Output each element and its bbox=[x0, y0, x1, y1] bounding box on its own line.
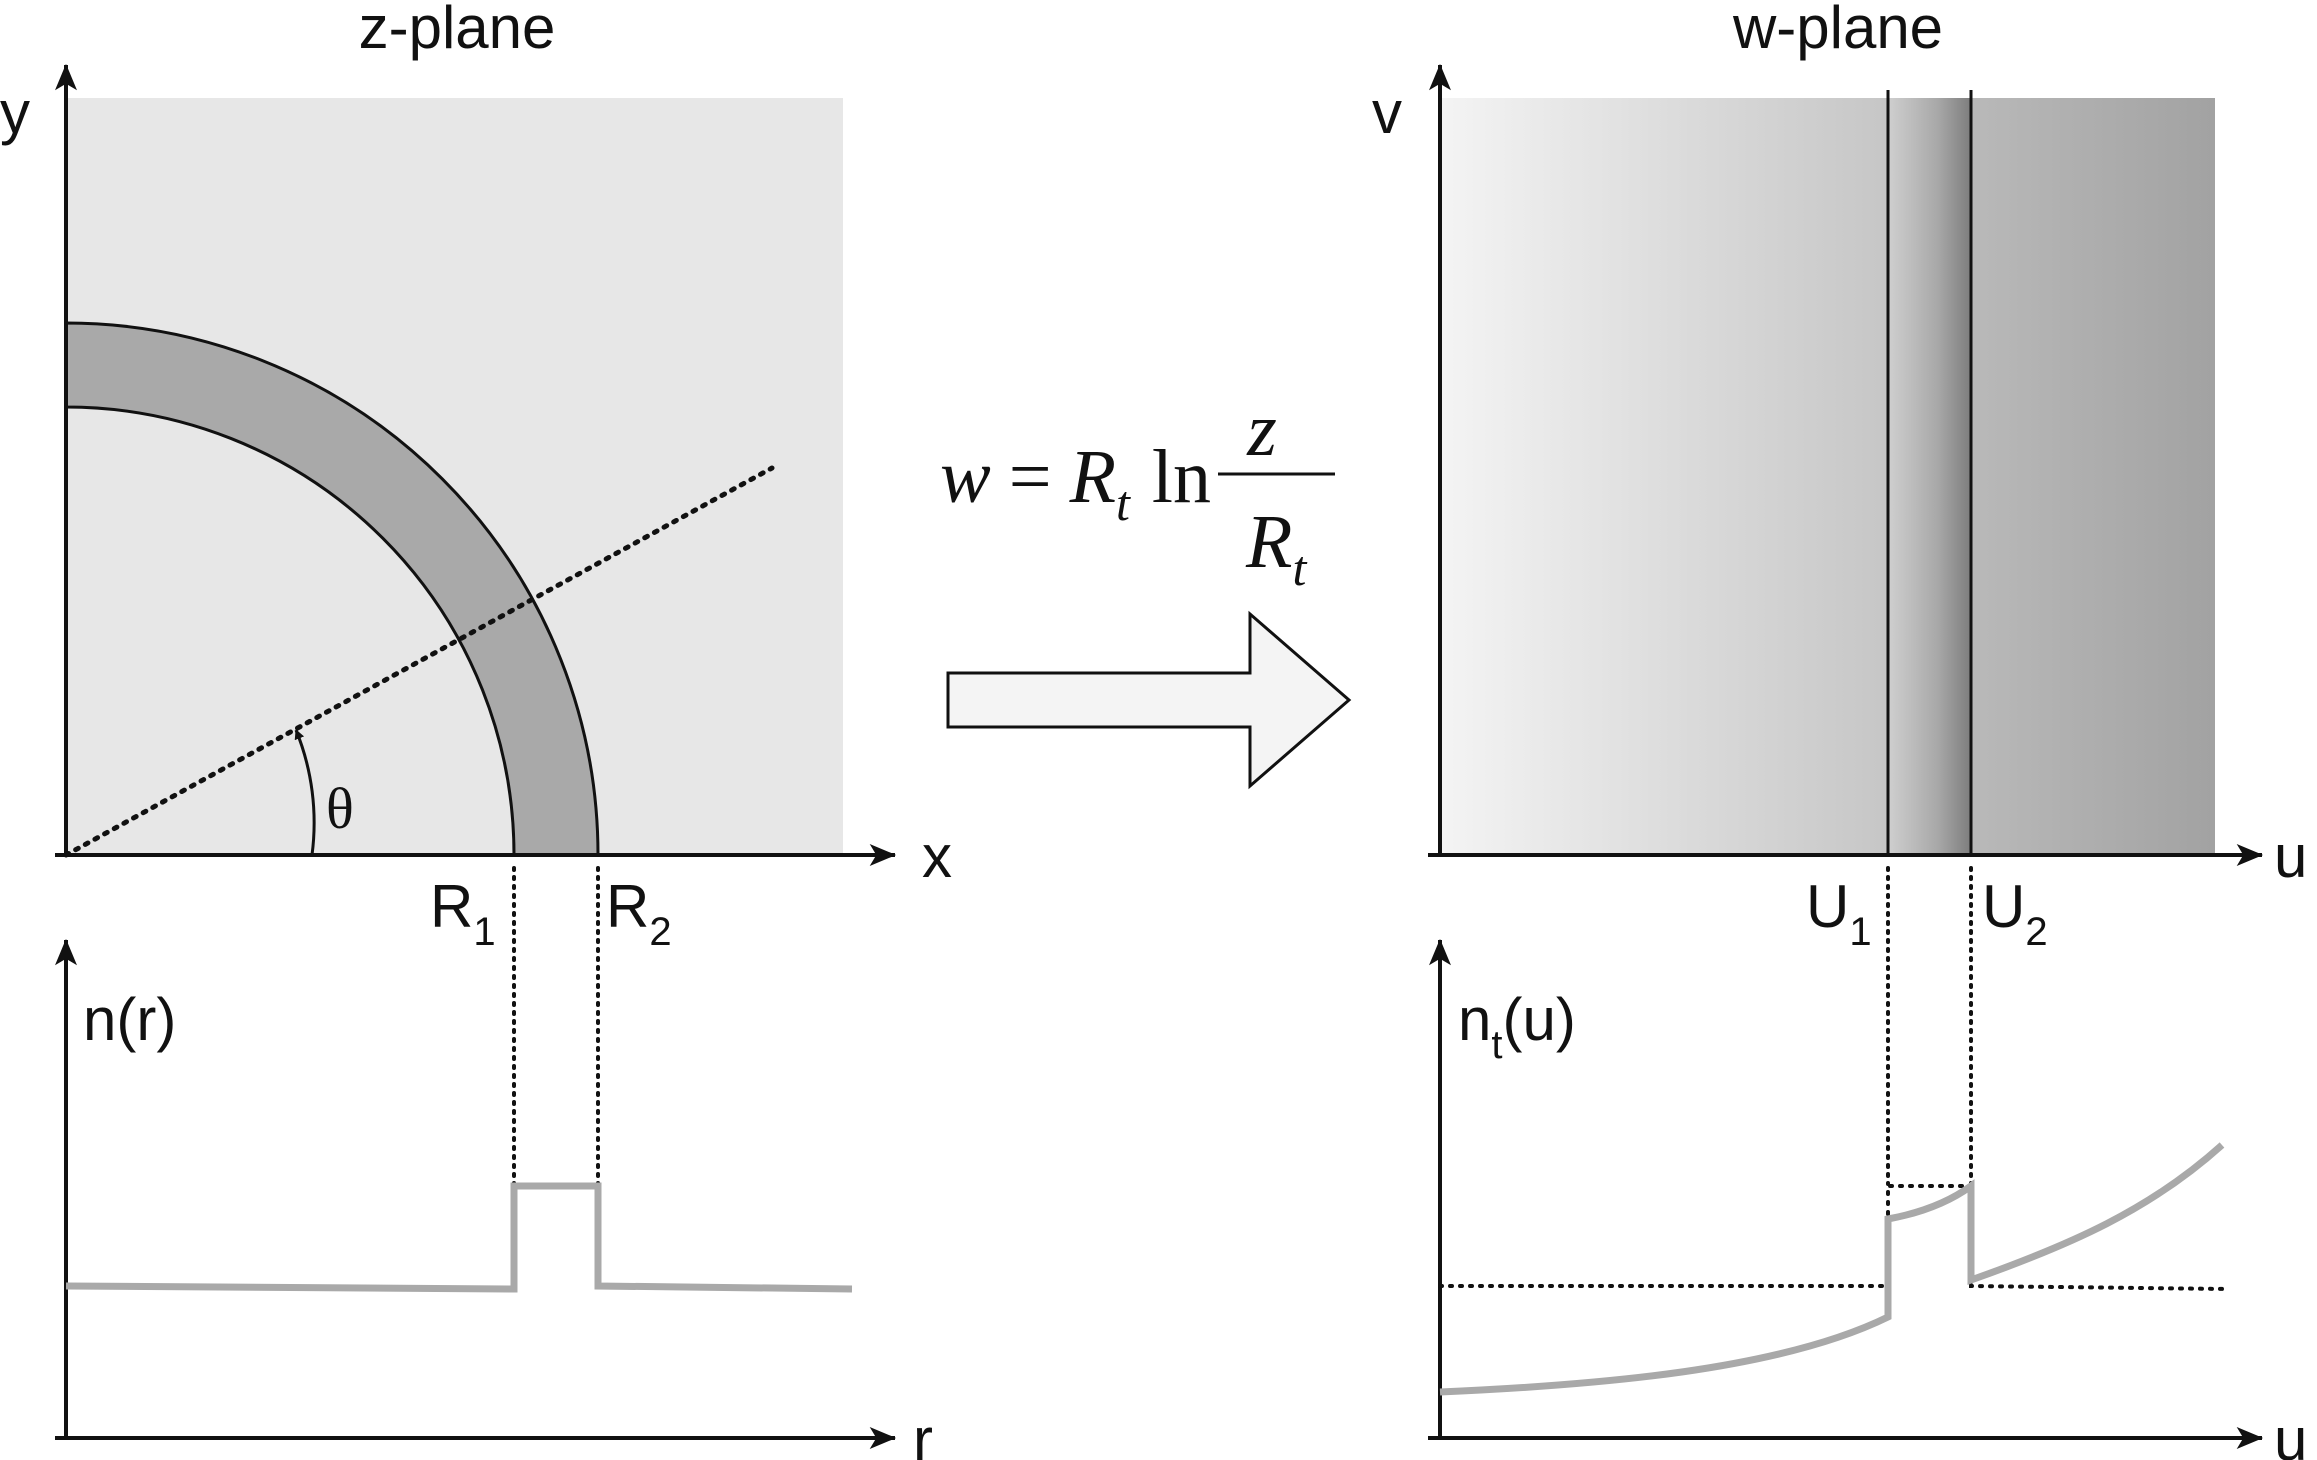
w-plane-title: w-plane bbox=[1732, 0, 1943, 61]
original-profile-dotted bbox=[1438, 1184, 2230, 1291]
z-axis-y-label: y bbox=[0, 79, 30, 146]
w-plane-region-left bbox=[1440, 98, 1888, 855]
nt-profile-label: nt(u) bbox=[1458, 986, 1576, 1067]
angle-arc bbox=[294, 729, 316, 856]
ring-region bbox=[64, 321, 600, 857]
z-plane-panel: θ z-plane y x R1 R2 bbox=[0, 0, 952, 954]
equation-lhs: w = Rt ln bbox=[940, 435, 1211, 531]
r1-label: R1 bbox=[430, 873, 496, 954]
radial-ray bbox=[63, 465, 775, 858]
z-axis-x-label: x bbox=[922, 823, 952, 890]
z-plane-title: z-plane bbox=[359, 0, 556, 61]
z-plane-background bbox=[66, 98, 843, 855]
r2-label: R2 bbox=[606, 873, 672, 954]
w-plane-region-right bbox=[1971, 98, 2215, 855]
n-profile-curve bbox=[65, 1182, 853, 1293]
nt-profile-curve bbox=[1439, 1142, 2225, 1396]
nt-profile-panel: nt(u) u bbox=[1428, 866, 2307, 1460]
mapping-arrow bbox=[946, 610, 1352, 790]
nt-axis-u-label: u bbox=[2274, 1406, 2307, 1460]
equation-denominator: Rt bbox=[1245, 500, 1307, 596]
equation-numerator: z bbox=[1246, 388, 1277, 472]
n-profile-label: n(r) bbox=[83, 986, 176, 1053]
u2-label: U2 bbox=[1982, 873, 2048, 954]
w-plane-region-ring bbox=[1888, 98, 1971, 855]
n-axis-r-label: r bbox=[913, 1406, 933, 1460]
mapping-equation: w = Rt ln z Rt bbox=[940, 388, 1335, 596]
angle-label: θ bbox=[326, 776, 354, 841]
w-plane-panel: w-plane v u U1 U2 bbox=[1372, 0, 2307, 954]
w-axis-u-label: u bbox=[2274, 823, 2307, 890]
n-profile-panel: n(r) r bbox=[55, 866, 933, 1460]
u1-label: U1 bbox=[1806, 873, 1872, 954]
w-axis-v-label: v bbox=[1372, 79, 1402, 146]
